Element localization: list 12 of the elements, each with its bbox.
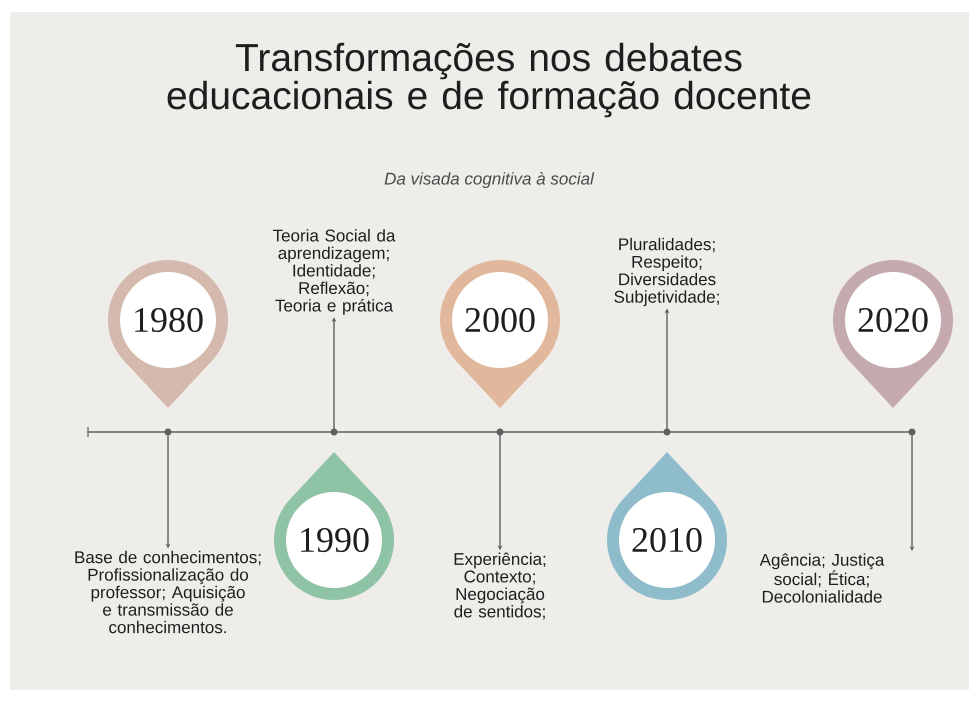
topic-text: Agência; Justiça social; Ética; Decolonialidade [760, 553, 884, 603]
title: Transformações nos debates educacionais e de formação docente [168, 42, 810, 118]
year-pin: 1990 [274, 452, 394, 600]
topic-text: Base de conhecimentos; Profissionalização do professor; Aquisição e transmissão de conhecimentos. [75, 550, 260, 634]
year-pin: 2010 [607, 452, 727, 600]
year-pin: 1980 [108, 260, 228, 408]
topic-text: Teoria Social da aprendizagem; Identidade; Reflexão; Teoria e prática [272, 229, 396, 315]
year-pin: 2000 [440, 260, 560, 408]
subtitle: Da visada cognitiva à social [384, 172, 594, 188]
topic-text: Pluralidades; Respeito; Diversidades Subjetividade; [614, 238, 719, 306]
year-pin: 2020 [833, 260, 954, 408]
topic-text: Experiência; Contexto; Negociação de sentidos; [454, 552, 546, 620]
